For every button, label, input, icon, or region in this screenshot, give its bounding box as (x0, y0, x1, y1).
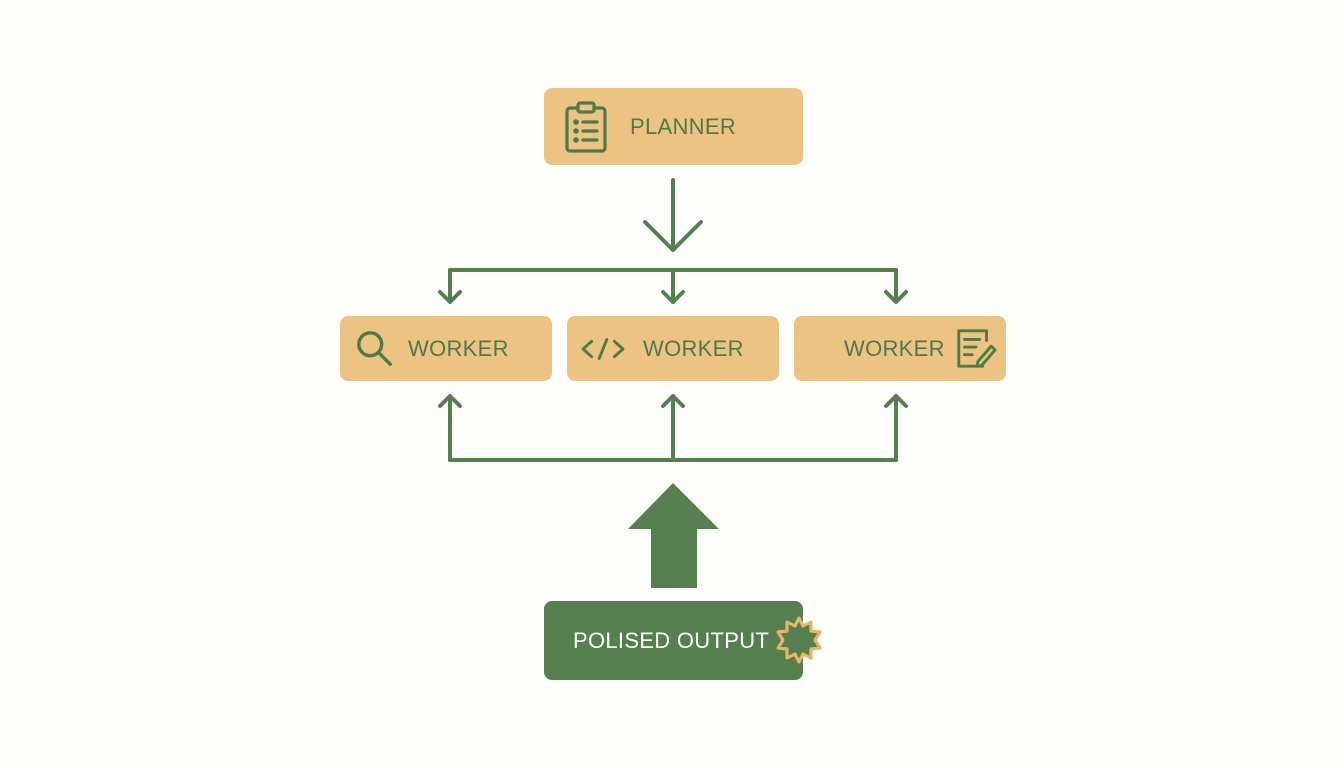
worker-node-search: WORKER (340, 316, 552, 381)
worker-node-write: WORKER (794, 316, 1006, 381)
bus-to-worker-1-arrow (438, 268, 462, 304)
planner-label: PLANNER (630, 113, 737, 139)
bus-to-worker-2-arrow (661, 270, 685, 304)
worker-1-up-arrow (438, 394, 462, 462)
magnifier-icon (354, 328, 396, 370)
clipboard-list-icon (564, 100, 608, 154)
output-label: POLISED OUTPUT (573, 627, 770, 653)
planner-down-arrow (643, 178, 703, 252)
polished-output-node: POLISED OUTPUT (544, 601, 803, 680)
worker-2-up-arrow (661, 394, 685, 462)
worker-label: WORKER (844, 335, 945, 361)
bus-to-worker-3-arrow (884, 268, 908, 304)
document-edit-icon (953, 326, 999, 372)
worker-label: WORKER (408, 335, 509, 361)
code-brackets-icon (579, 328, 627, 370)
worker-label: WORKER (643, 335, 744, 361)
worker-node-code: WORKER (567, 316, 779, 381)
output-up-block-arrow (628, 483, 719, 588)
planner-node: PLANNER (544, 88, 803, 165)
gear-icon (776, 616, 822, 664)
worker-3-up-arrow (884, 394, 908, 462)
